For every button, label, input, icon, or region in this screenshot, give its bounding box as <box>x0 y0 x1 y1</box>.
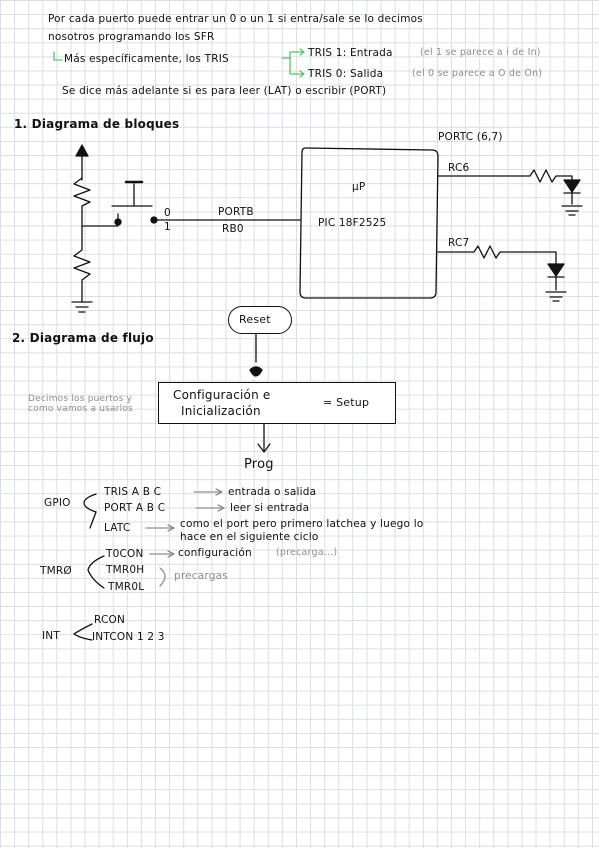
gpio-tris-desc: entrada o salida <box>228 486 317 498</box>
tris1-note: (el 1 se parece a i de In) <box>420 47 541 58</box>
led-rc7-icon <box>547 263 565 277</box>
tris-branch-arrow-icon <box>281 51 304 59</box>
intro-arrow-icon <box>53 51 63 61</box>
gpio-port-name: PORT A B C <box>104 502 166 514</box>
mcu-label-line-1: μP <box>352 181 366 193</box>
config-box: Configuración e Inicialización = Setup <box>158 382 396 424</box>
arrow-tris-icon <box>193 488 223 496</box>
int-label: INT <box>42 630 60 642</box>
gpio-tris-name: TRIS A B C <box>104 486 162 498</box>
tmr0-t0con-note: (precarga...) <box>276 547 338 558</box>
tmr0-t0con-desc: configuración <box>178 547 252 559</box>
rc7-wire <box>437 245 557 265</box>
mcu-label-line-2: PIC 18F2525 <box>318 217 387 229</box>
precargas-brace-icon <box>159 567 166 587</box>
resistor-bottom-icon <box>73 225 91 303</box>
rc7-label: RC7 <box>448 237 470 249</box>
setup-side-note: Decimos los puertos y como vamos a usarl… <box>28 394 133 414</box>
arrow-latc-icon <box>145 524 175 532</box>
arrow-t0con-icon <box>149 550 175 558</box>
tris1-text: TRIS 1: Entrada <box>308 47 393 59</box>
section1-title: 1. Diagrama de bloques <box>14 117 180 131</box>
config-line-1: Configuración e <box>173 388 271 402</box>
intro-line-2: nosotros programando los SFR <box>48 31 215 43</box>
intro-line-4: Se dice más adelante si es para leer (LA… <box>62 85 387 97</box>
rc6-label: RC6 <box>448 162 470 174</box>
tmr0-tmr0h-name: TMR0H <box>106 564 145 576</box>
portb-label: PORTB <box>218 206 254 218</box>
tmr0-tmr0l-name: TMR0L <box>108 581 145 593</box>
ground-left-icon <box>71 301 93 313</box>
intro-line-1: Por cada puerto puede entrar un 0 o un 1… <box>48 13 423 25</box>
vcc-arrow-icon <box>75 144 89 157</box>
intro-line-3: Más específicamente, los TRIS <box>64 53 229 65</box>
led-rc6-icon <box>563 179 581 193</box>
prog-label: Prog <box>244 457 274 472</box>
gpio-latc-desc-2: hace en el siguiente ciclo <box>180 531 319 543</box>
gpio-port-desc: leer si entrada <box>230 502 310 514</box>
precargas-note: precargas <box>174 570 228 582</box>
int-rcon: RCON <box>94 614 126 626</box>
gpio-brace-icon <box>83 493 97 513</box>
rb0-label: RB0 <box>222 223 244 235</box>
tmr0-label: TMRØ <box>40 565 72 577</box>
tris0-note: (el 0 se parece a O de On) <box>412 68 543 79</box>
ground-rc7-icon <box>545 291 567 302</box>
gpio-label: GPIO <box>44 497 71 509</box>
resistor-top-icon <box>73 177 91 227</box>
portc-label: PORTC (6,7) <box>438 131 503 143</box>
config-line-2: Inicialización <box>181 404 261 418</box>
reset-node: Reset <box>228 306 292 334</box>
setup-label: = Setup <box>323 396 370 409</box>
ground-rc6-icon <box>561 205 583 216</box>
gpio-latc-desc: como el port pero primero latchea y lueg… <box>180 518 424 530</box>
rc6-wire <box>437 169 573 183</box>
int-intcon: INTCON 1 2 3 <box>92 631 165 643</box>
switch-state-1: 1 <box>164 221 171 233</box>
reset-label: Reset <box>239 313 271 326</box>
section2-title: 2. Diagrama de flujo <box>12 331 154 345</box>
int-brace-icon <box>73 623 93 641</box>
tmr0-brace-icon <box>87 555 105 589</box>
tmr0-t0con-name: T0CON <box>106 548 144 560</box>
tris0-text: TRIS 0: Salida <box>308 68 384 80</box>
switch-state-0: 0 <box>164 207 171 219</box>
reset-arrow-head-icon <box>249 366 263 377</box>
arrow-port-icon <box>195 504 225 512</box>
mcu-box <box>299 147 439 299</box>
gpio-latc-name: LATC <box>104 522 131 534</box>
